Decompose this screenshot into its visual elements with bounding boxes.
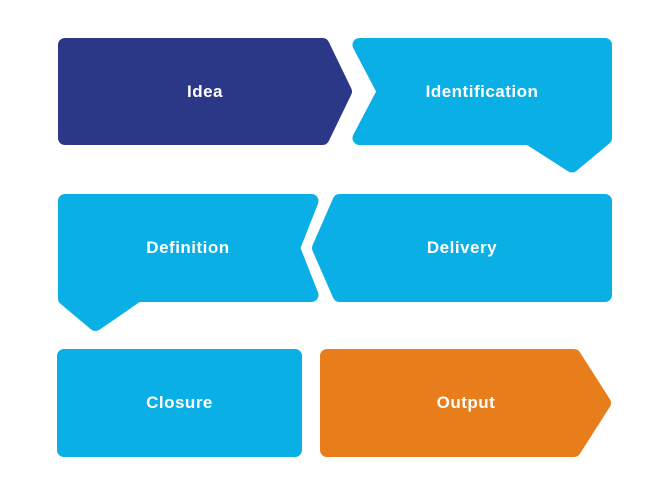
node-identification-shape-down-arrow — [352, 38, 612, 173]
node-closure-shape-rectangle — [57, 349, 302, 457]
node-delivery-shape-left-arrow — [312, 194, 612, 302]
node-definition-shape-down-arrow — [58, 194, 319, 331]
node-output-shape-right-arrow — [320, 349, 611, 457]
node-idea-shape-right-arrow — [58, 38, 352, 145]
